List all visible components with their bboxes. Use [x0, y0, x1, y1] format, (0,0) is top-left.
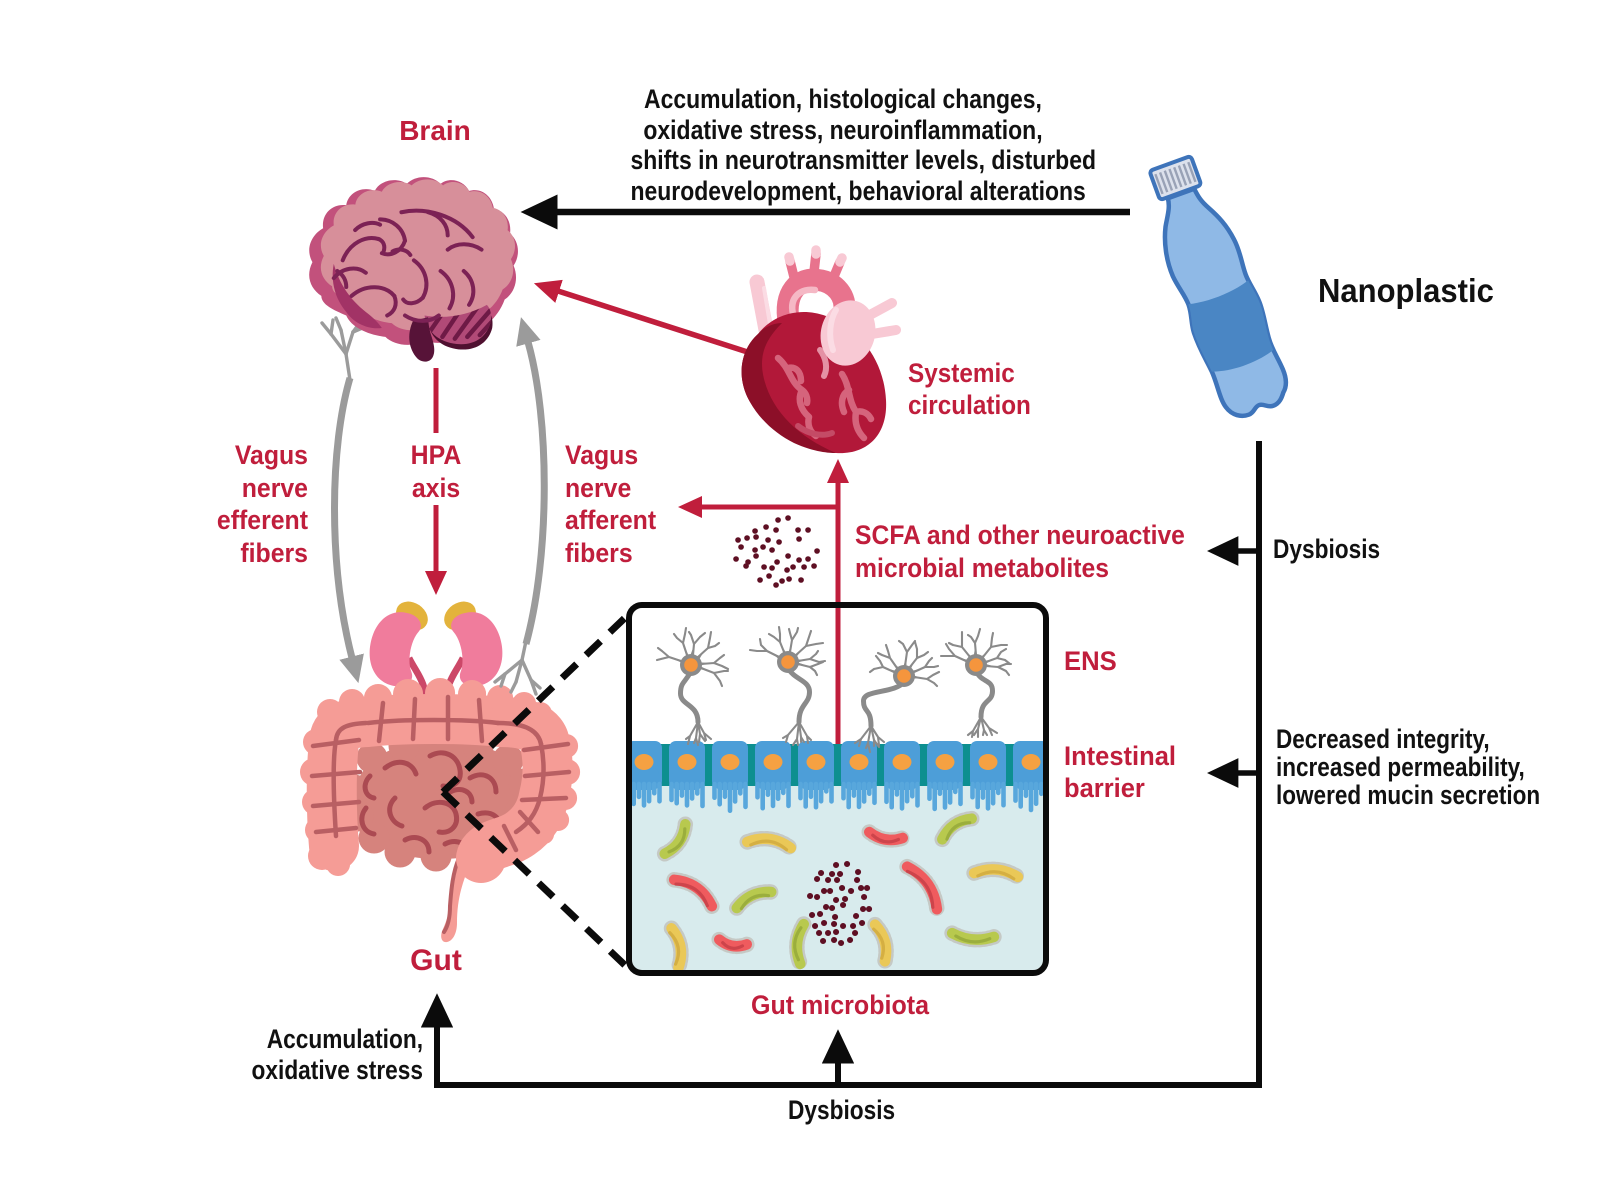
systemic-circulation-label-line-1: circulation: [908, 390, 1031, 420]
bacterium-icon: [656, 816, 694, 862]
gut-effects-label-line-1: oxidative stress: [251, 1055, 423, 1085]
gut-microbiota-label: Gut microbiota: [750, 990, 929, 1020]
bacterium-icon: [899, 858, 945, 918]
hpa-axis-label-line-0: HPA: [410, 440, 462, 470]
inset-box-border: [626, 602, 1049, 976]
bacterium-icon: [789, 916, 812, 970]
hpa-axis-label-line-1: axis: [411, 472, 461, 503]
gut-microbiota-inset: [626, 602, 1049, 976]
bacterium-icon: [944, 925, 1002, 948]
brain-effects-label-line-1: oxidative stress, neuroinflammation,: [643, 114, 1043, 145]
gut-effects-label: Accumulation,oxidative stress: [213, 1024, 423, 1086]
bacterium-icon: [729, 884, 779, 916]
brain-label: Brain: [399, 115, 471, 146]
heart-icon: [741, 245, 901, 454]
vagus-afferent-label-line-0: Vagus: [565, 440, 639, 470]
intestinal-epithelium-icon: [632, 741, 1043, 813]
bacterium-icon: [739, 830, 799, 856]
bacterium-icon: [861, 824, 911, 848]
barrier-effects-label: Decreased integrity,increased permeabili…: [1276, 725, 1548, 809]
neuron-icon: [853, 639, 941, 754]
intestinal-barrier-label-line-0: Intestinal: [1064, 741, 1177, 771]
neuron-icon: [655, 626, 730, 747]
vagus-efferent-arrow: [320, 316, 369, 684]
systemic-circulation-label-line-0: Systemic: [908, 358, 1015, 388]
plastic-bottle-icon: [1148, 154, 1289, 419]
bacterium-icon: [666, 872, 720, 914]
intestinal-barrier-label-line-1: barrier: [1064, 773, 1145, 803]
barrier-effects-label-line-2: lowered mucin secretion: [1276, 780, 1541, 810]
vagus-efferent-label-line-1: nerve: [241, 472, 308, 503]
vagus-afferent-arrow: [493, 317, 548, 696]
ens-neurons-icon: [655, 625, 1013, 754]
neuron-icon: [748, 625, 827, 747]
bacterium-icon: [711, 931, 755, 955]
vagus-efferent-label-line-3: fibers: [240, 537, 308, 568]
ens-label: ENS: [1064, 646, 1117, 676]
bacterium-icon: [867, 916, 894, 970]
bacterium-icon: [934, 810, 980, 848]
gut-label: Gut: [410, 944, 462, 977]
barrier-effects-label-line-0: Decreased integrity,: [1276, 724, 1490, 754]
barrier-effects-label-line-1: increased permeability,: [1276, 752, 1525, 782]
vagus-afferent-label-line-3: fibers: [565, 537, 633, 568]
kidneys-icon: [369, 601, 503, 711]
vagus-efferent-label-line-2: efferent: [216, 505, 308, 535]
vagus-afferent-label-line-1: nerve: [565, 472, 632, 503]
metabolite-dots-icon: [807, 861, 873, 946]
nanoplastic-pathway-lines: [420, 441, 1262, 1088]
neuron-icon: [939, 627, 1013, 739]
brain-effects-label-line-0: Accumulation, histological changes,: [644, 84, 1042, 114]
vagus-efferent-label-line-0: Vagus: [234, 440, 308, 470]
brain-effects-label: Accumulation, histological changes,oxida…: [630, 84, 1096, 206]
systemic-to-brain-arrow: [533, 279, 767, 361]
zoom-indicator-dashes: [440, 610, 633, 973]
dysbiosis-bottom-label: Dysbiosis: [788, 1095, 896, 1125]
vagus-afferent-label-line-2: afferent: [565, 505, 657, 535]
gut-bacteria-icon: [656, 810, 1026, 970]
scfa-label-line-1: microbial metabolites: [855, 553, 1109, 583]
scfa-label-line-0: SCFA and other neuroactive: [855, 520, 1185, 550]
bacterium-icon: [663, 920, 689, 970]
gut-effects-label-line-0: Accumulation,: [266, 1024, 423, 1054]
brain-icon: [309, 177, 518, 362]
scfa-dots-icon: [733, 515, 820, 588]
brain-effects-label-line-3: neurodevelopment, behavioral alterations: [630, 175, 1086, 206]
bacterium-icon: [966, 861, 1026, 885]
nanoplastic-label: Nanoplastic: [1318, 272, 1494, 309]
brain-effects-label-line-2: shifts in neurotransmitter levels, distu…: [630, 145, 1096, 175]
dysbiosis-right-label: Dysbiosis: [1273, 534, 1381, 564]
